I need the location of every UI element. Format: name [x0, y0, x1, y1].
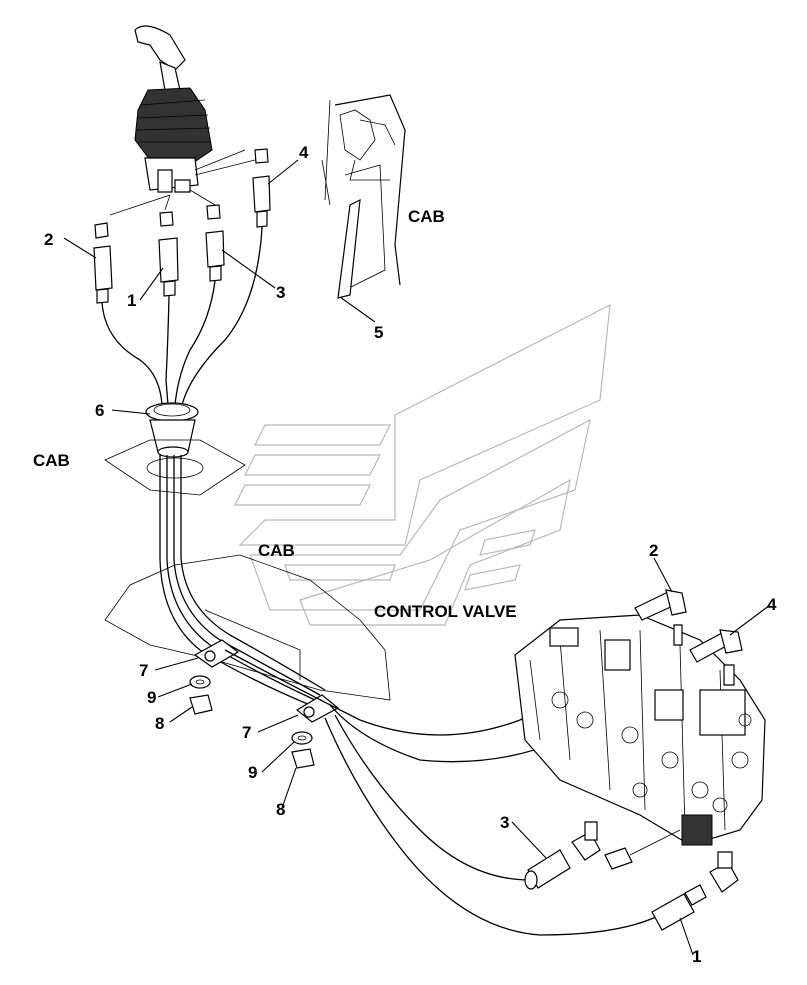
- elbow-fitting-3: [571, 821, 601, 861]
- callout-8-nut-right: 8: [276, 800, 285, 819]
- joystick-lever: [134, 25, 213, 193]
- callout-5-trim: 5: [374, 323, 383, 342]
- callout-2-valve: 2: [649, 541, 658, 560]
- callout-7-clamp-upper: 7: [139, 661, 148, 680]
- callout-1-joystick: 1: [127, 291, 136, 310]
- pilot-hoses-upper: [101, 226, 263, 406]
- label-cab-center: CAB: [258, 541, 295, 560]
- cab-panel: [321, 94, 406, 299]
- callout-4-valve: 4: [767, 595, 777, 614]
- fitting-1: [158, 211, 179, 297]
- watermark-logo: [234, 303, 611, 626]
- label-cab-top: CAB: [408, 207, 445, 226]
- grommet-6: [145, 402, 199, 458]
- callout-3-joystick: 3: [276, 283, 285, 302]
- callout-4-joystick: 4: [299, 143, 309, 162]
- washer-9-left: [189, 675, 211, 689]
- callout-8-nut-left: 8: [155, 714, 164, 733]
- elbow-fitting-1: [709, 851, 739, 893]
- label-cab-left: CAB: [33, 451, 70, 470]
- hose-end-3: [524, 849, 571, 890]
- joystick-explode-lines: [109, 149, 256, 216]
- control-valve: [514, 614, 766, 846]
- nut-8-left: [189, 694, 213, 715]
- clamp-7-upper: [193, 639, 240, 668]
- callout-6-grommet: 6: [95, 401, 104, 420]
- nut-8-right: [291, 748, 315, 769]
- callout-9-washer-right: 9: [248, 763, 257, 782]
- callout-leaders: [63, 159, 771, 956]
- callout-9-washer-left: 9: [147, 688, 156, 707]
- cab-trim-5: [339, 296, 376, 323]
- fitting-4: [252, 148, 271, 228]
- label-control-valve: CONTROL VALVE: [374, 602, 517, 621]
- elbow-fitting-2: [634, 589, 687, 646]
- callout-1-valve: 1: [692, 947, 701, 966]
- hose-end-1: [651, 884, 707, 931]
- washer-9-right: [291, 731, 313, 745]
- fitting-2: [93, 222, 113, 304]
- cab-floor-section: [104, 439, 246, 496]
- fitting-3: [205, 204, 225, 282]
- electrical-connector: [604, 829, 681, 870]
- clamp-7-lower: [295, 694, 340, 723]
- pilot-hoses-lower: [159, 455, 326, 706]
- elbow-fitting-4: [689, 629, 743, 686]
- callout-3-valve: 3: [500, 813, 509, 832]
- callout-2-joystick: 2: [44, 230, 53, 249]
- callout-7-clamp-lower: 7: [242, 723, 251, 742]
